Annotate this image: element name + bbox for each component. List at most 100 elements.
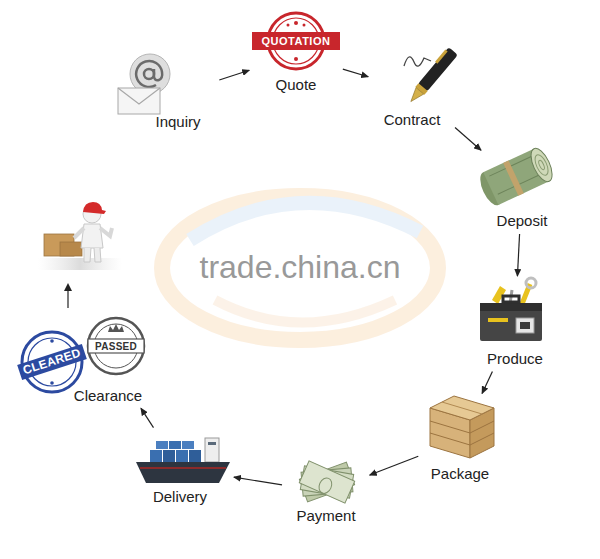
pen-icon bbox=[404, 47, 458, 106]
step-label: Delivery bbox=[151, 488, 209, 506]
cargo-ship-icon bbox=[140, 467, 226, 469]
stamp-text: PASSED bbox=[95, 341, 137, 352]
stamp-text: QUOTATION bbox=[262, 35, 331, 47]
flow-arrow bbox=[482, 372, 492, 394]
flow-arrow bbox=[370, 456, 419, 475]
cleared-stamp bbox=[22, 332, 82, 392]
flow-arrow bbox=[343, 69, 368, 77]
watermark-logo bbox=[162, 196, 438, 340]
toolbox-icon bbox=[526, 278, 536, 288]
step-node: Package bbox=[422, 397, 498, 483]
crate-icon bbox=[430, 421, 494, 445]
worker-figure bbox=[38, 258, 122, 270]
pen-icon bbox=[435, 50, 448, 64]
step-node: Quote bbox=[253, 16, 339, 94]
worker-figure bbox=[83, 202, 106, 214]
toolbox-icon bbox=[520, 322, 530, 329]
worker-figure bbox=[100, 228, 112, 236]
cleared-stamp bbox=[50, 339, 54, 343]
quotation-stamp bbox=[303, 24, 306, 27]
toolbox-icon bbox=[480, 303, 542, 311]
email-icon bbox=[136, 61, 162, 87]
passed-stamp bbox=[94, 324, 138, 368]
step-label: Quote bbox=[274, 76, 319, 94]
step-node: Payment bbox=[286, 459, 366, 525]
crate-icon bbox=[442, 402, 482, 414]
cargo-ship-icon bbox=[176, 450, 188, 462]
cargo-ship-icon bbox=[136, 438, 230, 483]
money-roll-icon bbox=[532, 153, 550, 177]
cleared-stamp bbox=[17, 344, 87, 380]
worker-figure bbox=[74, 228, 84, 238]
step-label: Inquiry bbox=[153, 113, 202, 131]
banknotes-icon bbox=[299, 461, 354, 503]
cargo-ship-icon bbox=[136, 462, 230, 483]
email-icon bbox=[118, 88, 160, 104]
toolbox-icon bbox=[480, 278, 542, 341]
worker-figure bbox=[60, 242, 82, 256]
crate-icon bbox=[430, 396, 494, 420]
passed-stamp bbox=[88, 339, 144, 353]
money-roll-icon bbox=[476, 145, 556, 208]
flow-arrow bbox=[517, 234, 519, 276]
watermark-logo bbox=[190, 203, 420, 240]
passed-stamp bbox=[88, 318, 144, 374]
flow-arrow bbox=[455, 128, 481, 151]
quotation-stamp bbox=[294, 21, 298, 25]
step-label: Deposit bbox=[495, 212, 550, 230]
step-node: Produce bbox=[475, 280, 555, 368]
toolbox-icon bbox=[488, 318, 508, 322]
cargo-ship-icon bbox=[189, 450, 201, 462]
flow-arrow bbox=[234, 477, 282, 485]
pen-icon bbox=[407, 88, 424, 105]
step-node: Contract bbox=[372, 51, 452, 129]
cargo-ship-icon bbox=[150, 450, 162, 462]
cleared-stamp bbox=[17, 332, 87, 392]
pen-icon bbox=[404, 57, 431, 66]
step-node: Deposit bbox=[484, 142, 560, 230]
flow-arrow bbox=[141, 408, 154, 427]
watermark-logo bbox=[162, 196, 438, 340]
money-roll-icon bbox=[527, 145, 557, 184]
email-icon bbox=[118, 88, 160, 114]
quotation-stamp bbox=[252, 13, 340, 69]
money-roll-icon bbox=[538, 160, 546, 171]
stamp-text: CLEARED bbox=[21, 346, 82, 377]
banknotes-icon bbox=[299, 461, 354, 503]
toolbox-icon bbox=[480, 303, 542, 341]
email-icon bbox=[144, 69, 154, 79]
watermark: trade.china.cn bbox=[199, 250, 400, 285]
step-label: Produce bbox=[485, 350, 545, 368]
cargo-ship-icon bbox=[182, 441, 194, 449]
money-roll-icon bbox=[503, 161, 524, 196]
watermark-logo bbox=[215, 300, 395, 323]
quotation-stamp bbox=[294, 57, 298, 61]
worker-figure bbox=[84, 248, 101, 262]
cleared-stamp bbox=[50, 381, 54, 385]
step-label: Package bbox=[429, 465, 491, 483]
cargo-ship-icon bbox=[156, 441, 168, 449]
step-node: Inquiry bbox=[141, 56, 216, 131]
passed-stamp bbox=[108, 324, 124, 332]
cargo-ship-icon bbox=[163, 450, 175, 462]
banknotes-icon bbox=[317, 476, 334, 495]
step-label: Payment bbox=[294, 507, 357, 525]
flow-arrow bbox=[67, 290, 68, 308]
worker-figure bbox=[38, 202, 122, 270]
cargo-ship-icon bbox=[208, 442, 216, 445]
passed-stamp bbox=[88, 318, 144, 374]
toolbox-icon bbox=[503, 296, 519, 302]
quotation-stamp bbox=[287, 24, 290, 27]
connector-group bbox=[141, 69, 520, 485]
flow-arrow bbox=[64, 283, 72, 291]
toolbox-icon bbox=[516, 318, 534, 333]
flow-arrow bbox=[64, 283, 72, 308]
pen-icon bbox=[418, 47, 458, 91]
email-icon bbox=[118, 54, 170, 114]
step-node: Delivery bbox=[130, 431, 230, 506]
step-label: Clearance bbox=[72, 387, 144, 405]
pen-icon bbox=[405, 47, 457, 106]
flow-arrow bbox=[219, 70, 249, 80]
